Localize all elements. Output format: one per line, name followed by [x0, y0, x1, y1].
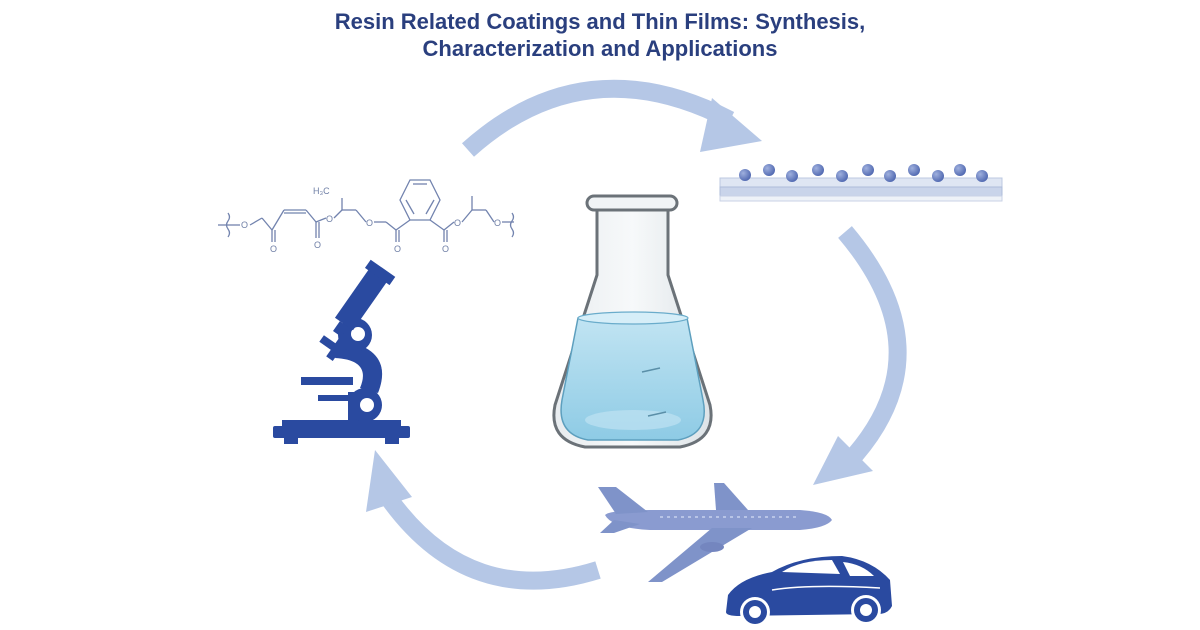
- svg-text:O: O: [326, 214, 333, 224]
- title-line-1: Resin Related Coatings and Thin Films: S…: [334, 9, 866, 34]
- svg-text:H₃C: H₃C: [313, 186, 330, 196]
- sports-car-icon: [726, 556, 892, 627]
- particle-dots: [739, 164, 988, 182]
- svg-text:O: O: [366, 218, 373, 228]
- arrow-top: [461, 79, 762, 157]
- svg-text:O: O: [241, 220, 248, 230]
- structure-atom-labels: O O O O H₃C O O O O O: [241, 186, 501, 254]
- microscope-icon: [273, 259, 410, 444]
- svg-text:O: O: [454, 218, 461, 228]
- airplane-icon: [598, 483, 832, 582]
- svg-text:O: O: [314, 240, 321, 250]
- svg-text:O: O: [270, 244, 277, 254]
- arrow-right: [813, 226, 907, 485]
- erlenmeyer-flask-icon: [552, 194, 713, 449]
- arrow-bottom: [366, 450, 601, 590]
- page-title: Resin Related Coatings and Thin Films: S…: [0, 8, 1200, 62]
- svg-text:O: O: [494, 218, 501, 228]
- coated-substrate-icon: [719, 164, 1003, 202]
- polyester-resin-structure: [218, 179, 515, 242]
- svg-text:O: O: [442, 244, 449, 254]
- title-line-2: Characterization and Applications: [422, 36, 778, 61]
- svg-text:O: O: [394, 244, 401, 254]
